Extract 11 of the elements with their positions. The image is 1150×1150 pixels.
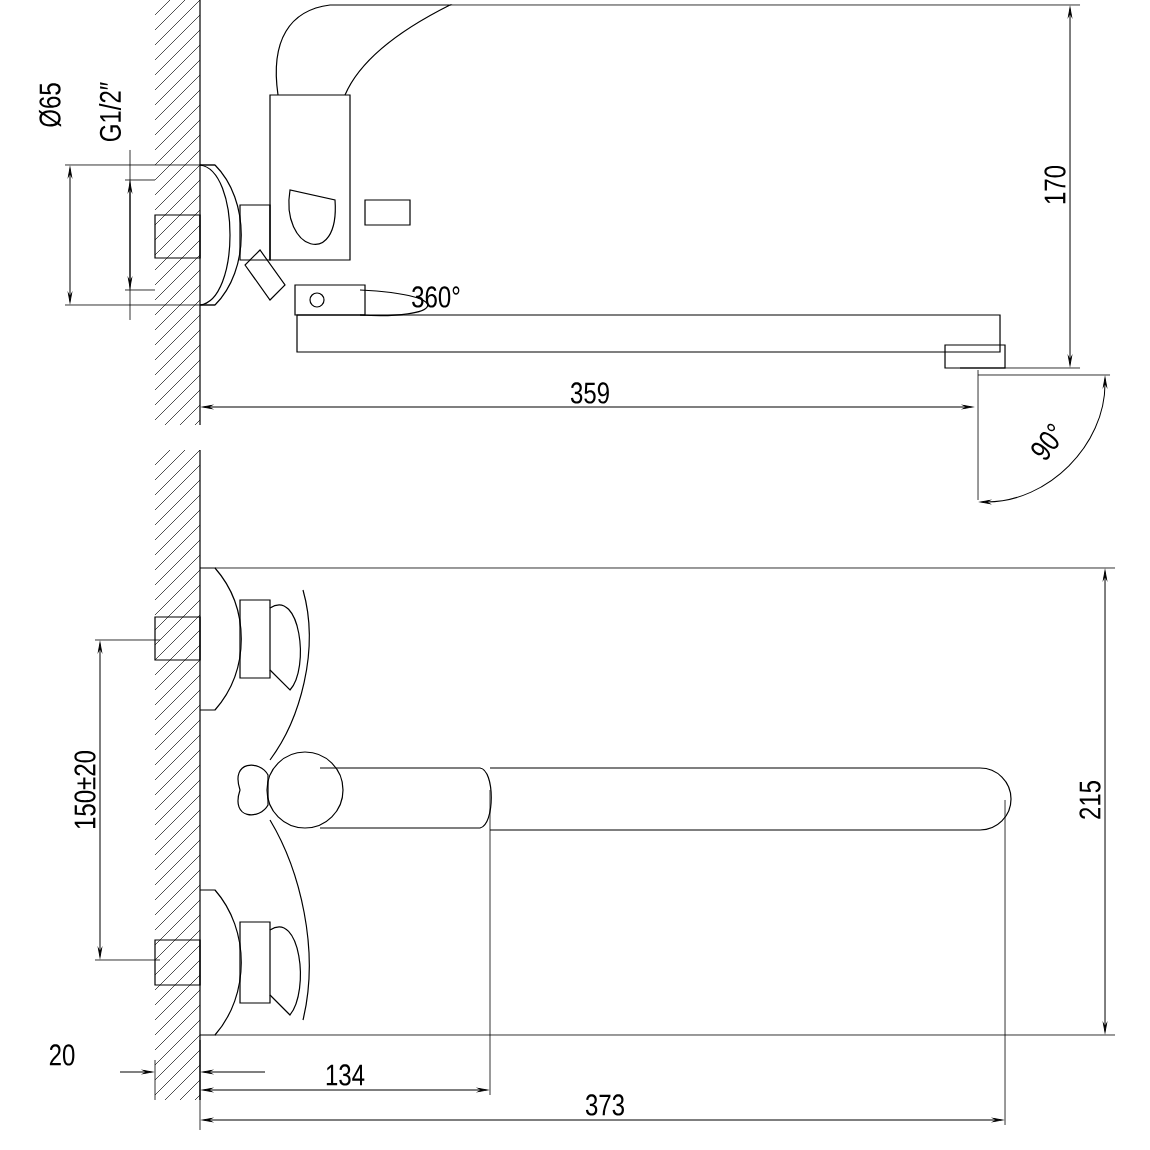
dimension-label: Ø65 [38,83,62,127]
dimension-label: 150±20 [74,751,96,829]
dimension-label: 90° [1031,423,1059,460]
dimension-label: 134 [326,1064,365,1086]
dimension-label: 360° [412,286,460,308]
dimension-label: 215 [1079,781,1101,819]
dimension-label: 170 [1044,165,1066,204]
dimension-label: 20 [49,1044,75,1066]
dimension-label: G1/2″ [99,82,121,142]
dimension-label: 359 [570,382,609,404]
dimension-label: 373 [585,1094,624,1116]
